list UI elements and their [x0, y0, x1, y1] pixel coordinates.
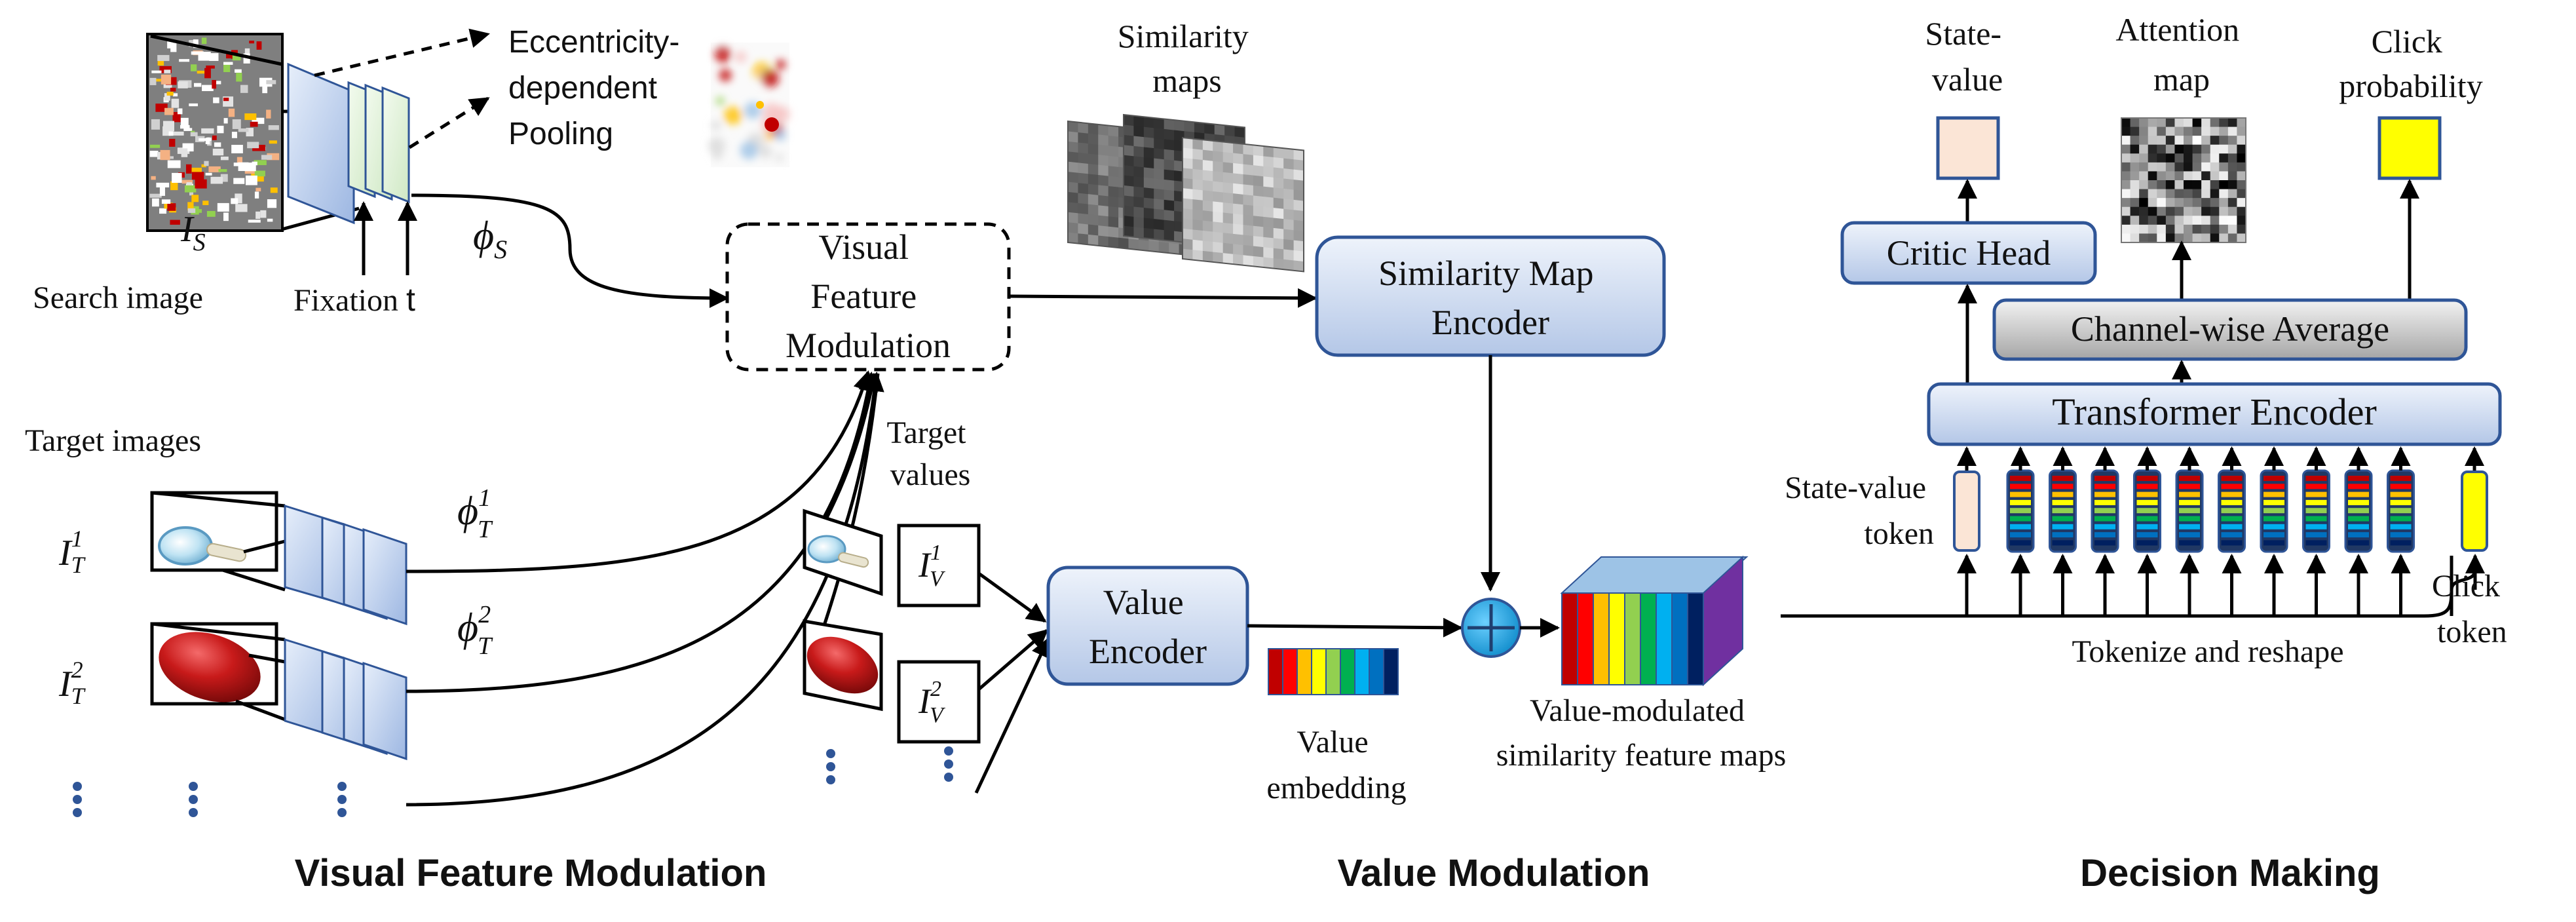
vfm-to-encoder-connector	[1008, 288, 1317, 308]
similarity-maps	[1067, 113, 1304, 273]
value1-to-encoder-connector	[977, 571, 1047, 623]
phi-s-connector	[411, 193, 729, 308]
token-input-arrows	[1957, 446, 2485, 616]
value-modulated-label: Value-modulated similarity feature maps	[1496, 693, 1787, 773]
section-title-decision: Decision Making	[2080, 852, 2380, 894]
section-title-value: Value Modulation	[1338, 852, 1650, 894]
value-encoder-label: Value Encoder	[1089, 583, 1207, 671]
click-probability-box	[2377, 116, 2442, 180]
transformer-encoder-label: Transformer Encoder	[2052, 391, 2377, 433]
target-value-image-1	[803, 509, 883, 596]
value-modulated-feature-maps	[1560, 555, 1749, 687]
more-values-dots	[826, 746, 953, 784]
channel-average-label: Channel-wise Average	[2071, 309, 2389, 349]
similarity-maps-label: Similarity maps	[1118, 18, 1257, 99]
click-token-label: Click token	[2432, 569, 2508, 649]
channel-average-box	[1992, 298, 2468, 361]
critic-head-box	[1840, 221, 2097, 285]
search-image-block	[146, 28, 490, 275]
phi-t2-connector	[406, 372, 878, 693]
critic-head-label: Critic Head	[1887, 233, 2051, 273]
addition-operator	[1461, 598, 1521, 658]
more-targets-connector	[406, 372, 884, 807]
click-token	[2461, 471, 2488, 552]
value-embedding-bar	[1268, 648, 1399, 695]
search-image-label: Search image	[33, 280, 203, 315]
more-values-to-encoder-connector	[974, 637, 1050, 794]
attention-map-label: Attention map	[2115, 11, 2247, 98]
search-image	[147, 34, 282, 231]
target-values-label: Target values	[886, 415, 974, 492]
click-probability-label: Click probability	[2339, 23, 2482, 104]
transformer-encoder-box	[1927, 382, 2502, 446]
value-encoder-to-plus-connector	[1247, 617, 1463, 638]
similarity-map-encoder-label: Similarity Map Encoder	[1378, 254, 1602, 342]
tokenize-connector	[1781, 589, 2453, 618]
target-images-label: Target images	[25, 423, 201, 458]
state-value-token-label: State-value token	[1785, 471, 1934, 551]
value-embedding-label: Value embedding	[1266, 725, 1406, 805]
more-targets-dots	[73, 782, 347, 817]
state-value-token	[1953, 471, 1980, 552]
state-value-output-box	[1936, 116, 2000, 180]
section-title-visual: Visual Feature Modulation	[295, 852, 767, 894]
phi-s-label: ϕS	[473, 214, 507, 264]
red-egg-image	[159, 632, 261, 702]
visual-feature-modulation-label: Visual Feature Modulation	[786, 227, 951, 365]
pooled-image	[708, 43, 790, 167]
fixation-label: Fixation t	[294, 281, 415, 318]
attention-map-grid	[2121, 117, 2246, 243]
state-value-output-label: State- value	[1925, 15, 2009, 98]
target-value-image-2	[803, 619, 883, 712]
tokenize-label: Tokenize and reshape	[2072, 634, 2343, 669]
feature-tokens	[2006, 469, 2415, 553]
pooling-label: Eccentricity- dependent Pooling	[508, 25, 689, 151]
magnifier-image	[158, 526, 247, 566]
phi-t1-connector	[406, 370, 873, 573]
search-image-symbol: IS	[180, 209, 206, 256]
